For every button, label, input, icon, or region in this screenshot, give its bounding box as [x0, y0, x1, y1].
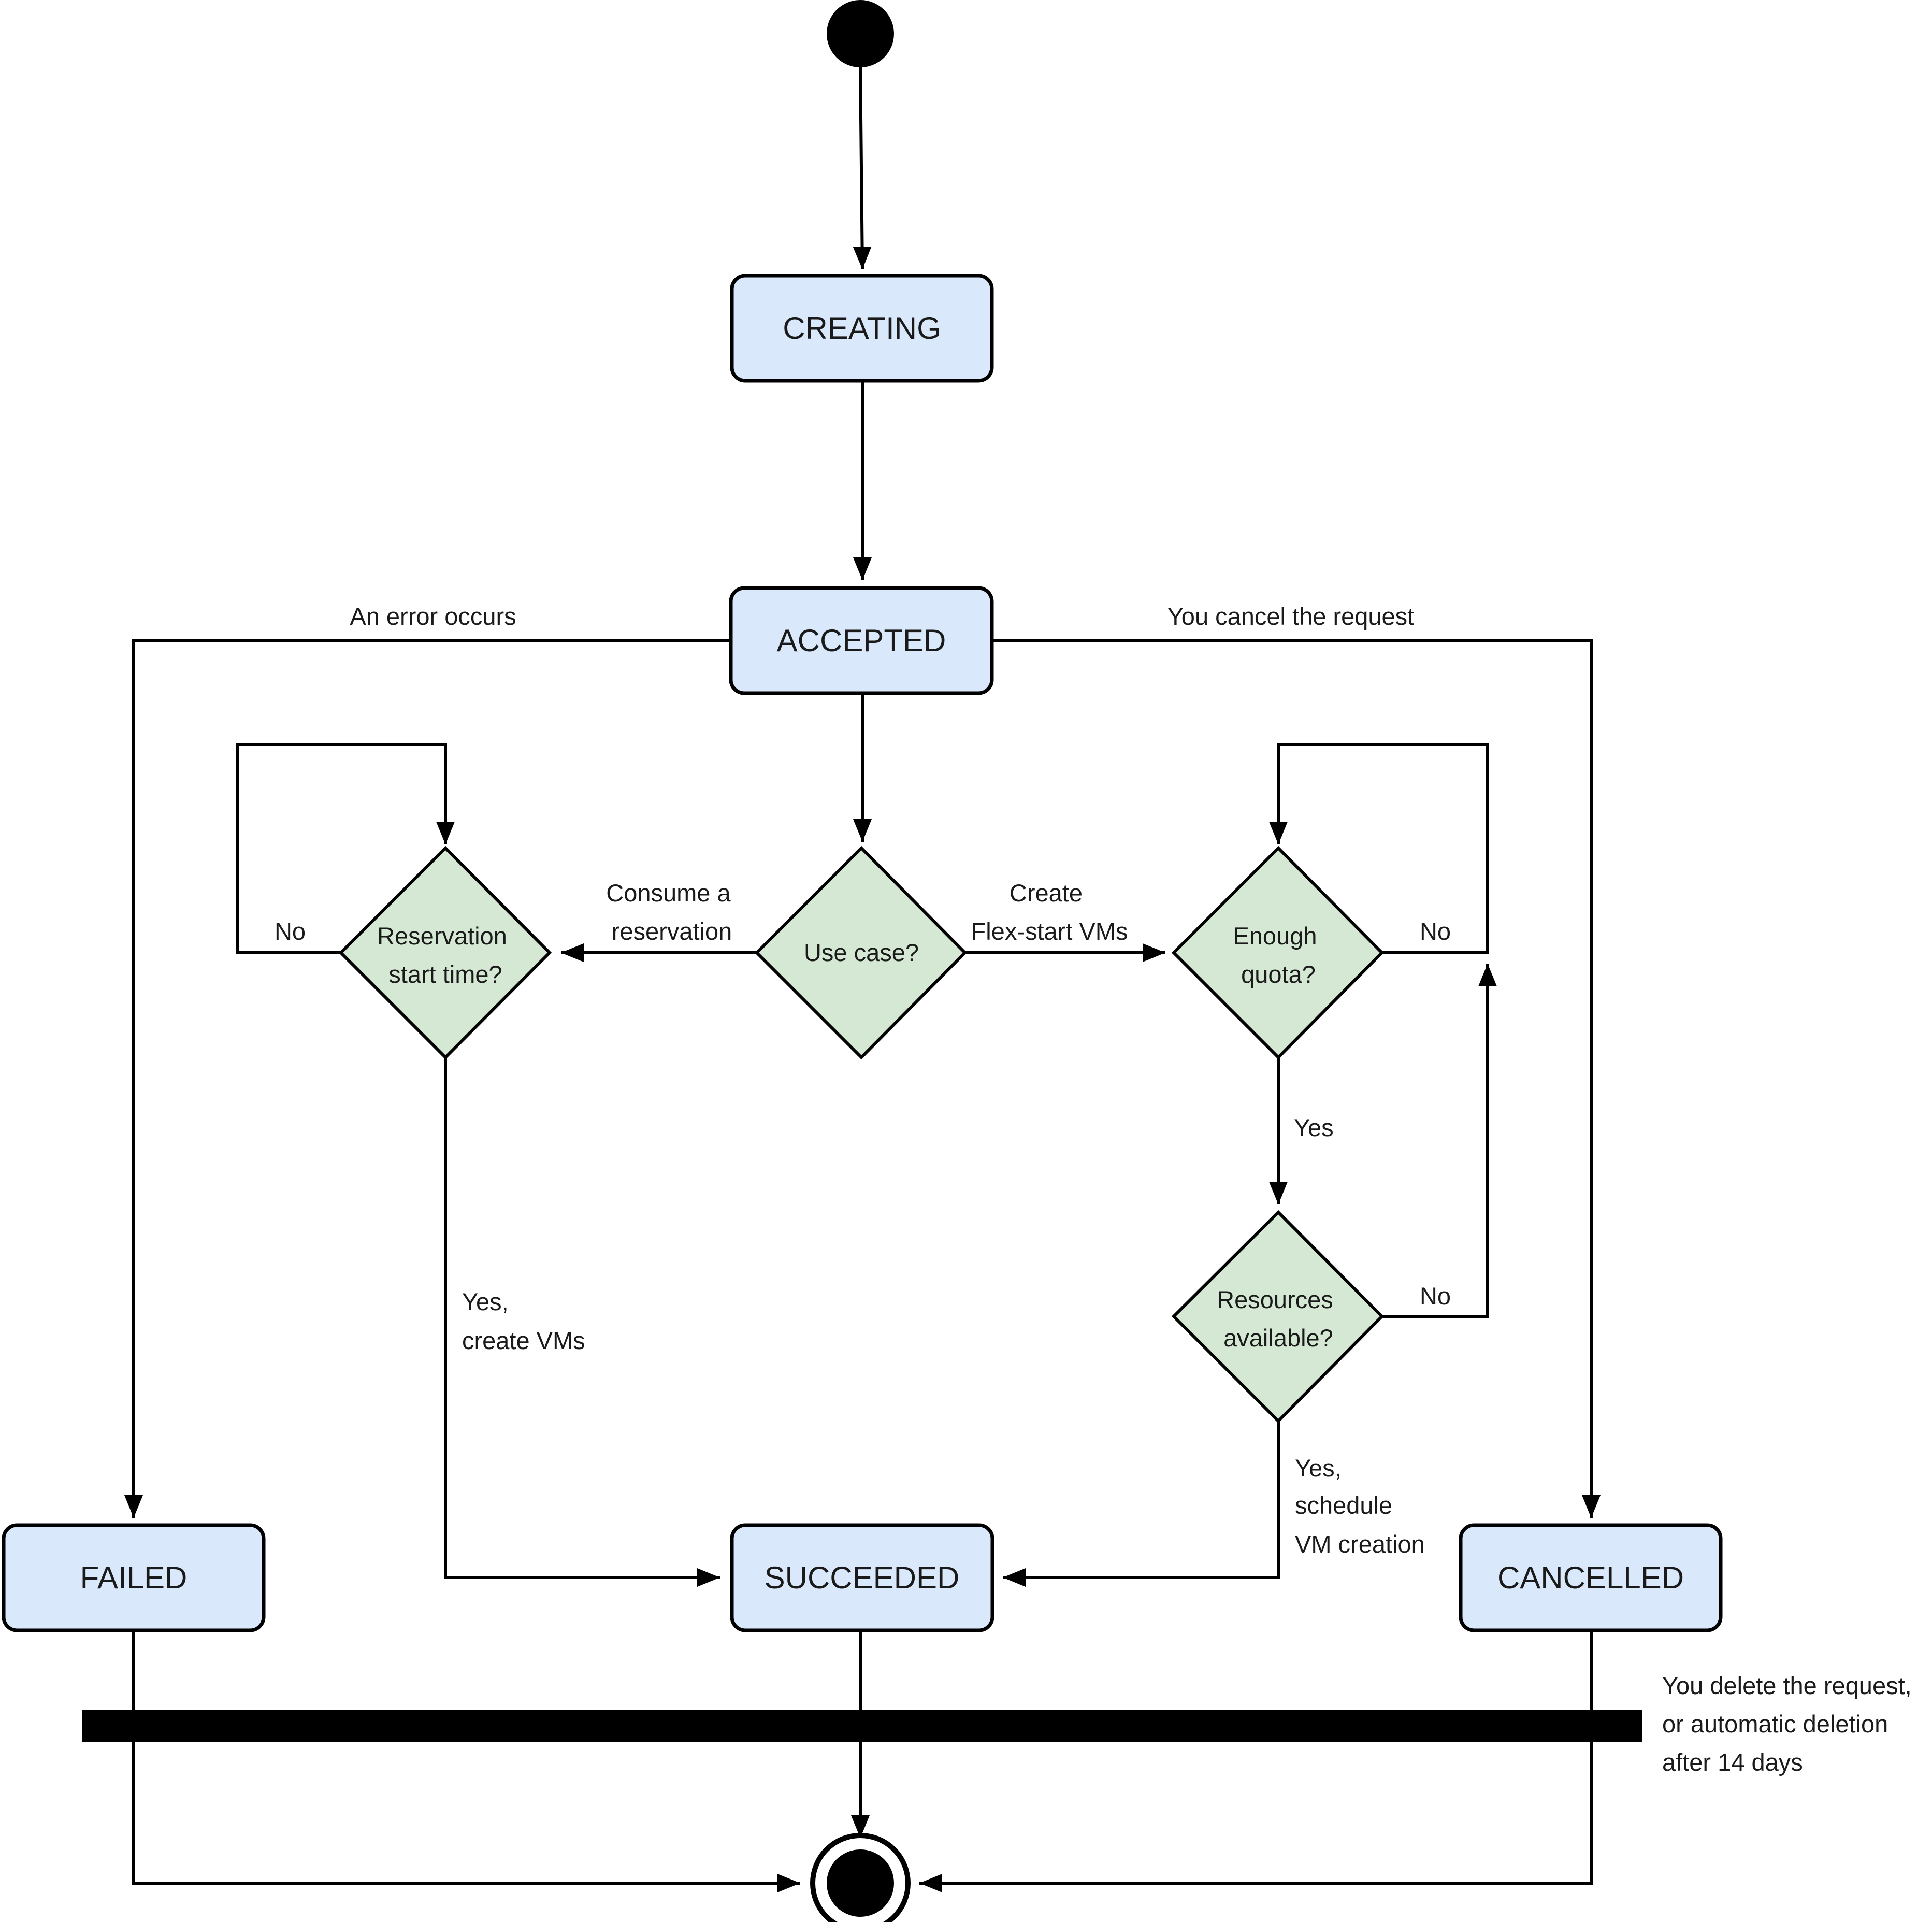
decision-use-case: Use case? [754, 845, 968, 1060]
label-cancel-request: You cancel the request [1167, 603, 1414, 630]
state-cancelled-label: CANCELLED [1497, 1560, 1684, 1595]
edge-start-to-creating [853, 66, 872, 270]
label-no-quota: No [1420, 917, 1451, 945]
label-yes-quota: Yes [1294, 1114, 1334, 1141]
decision-reservation-start-time-label: Reservation start time? [377, 922, 514, 988]
edge-accepted-to-failed [124, 639, 730, 1518]
decision-reservation-start-time: Reservation start time? [338, 845, 552, 1060]
decision-resources-available: Resources available? [1171, 1210, 1385, 1424]
label-create-flex-start: Create Flex-start VMs [971, 879, 1128, 945]
deletion-sync-bar [82, 1710, 1642, 1742]
state-succeeded: SUCCEEDED [730, 1523, 994, 1632]
edge-reservation-no-loop [236, 743, 455, 954]
state-cancelled: CANCELLED [1459, 1523, 1723, 1632]
decision-enough-quota: Enough quota? [1171, 845, 1385, 1060]
edge-quota-no-loop [1269, 743, 1489, 954]
label-error-occurs: An error occurs [350, 603, 516, 630]
edge-resources-no-loop [1382, 964, 1497, 1318]
state-accepted-label: ACCEPTED [777, 623, 946, 658]
label-yes-schedule: Yes, schedule VM creation [1295, 1454, 1425, 1558]
edge-accepted-to-cancelled [992, 639, 1601, 1518]
label-no-resources: No [1420, 1282, 1451, 1310]
label-yes-create-vms: Yes, create VMs [462, 1288, 585, 1354]
state-creating: CREATING [730, 274, 994, 383]
state-creating-label: CREATING [783, 311, 941, 346]
start-node [827, 0, 894, 67]
label-no-reservation: No [275, 917, 306, 945]
state-failed: FAILED [2, 1523, 266, 1632]
decision-enough-quota-label: Enough quota? [1233, 922, 1323, 988]
state-failed-label: FAILED [80, 1560, 188, 1595]
edge-resources-yes-to-succeeded [1003, 1421, 1280, 1587]
decision-use-case-label: Use case? [804, 939, 919, 966]
state-accepted: ACCEPTED [729, 586, 994, 695]
label-consume-reservation: Consume a reservation [606, 879, 737, 945]
end-node [810, 1833, 911, 1922]
decision-resources-available-label: Resources available? [1217, 1286, 1340, 1352]
edge-reservation-yes-to-succeeded [444, 1057, 720, 1587]
state-succeeded-label: SUCCEEDED [765, 1560, 960, 1595]
label-delete-request: You delete the request, or automatic del… [1662, 1672, 1919, 1776]
